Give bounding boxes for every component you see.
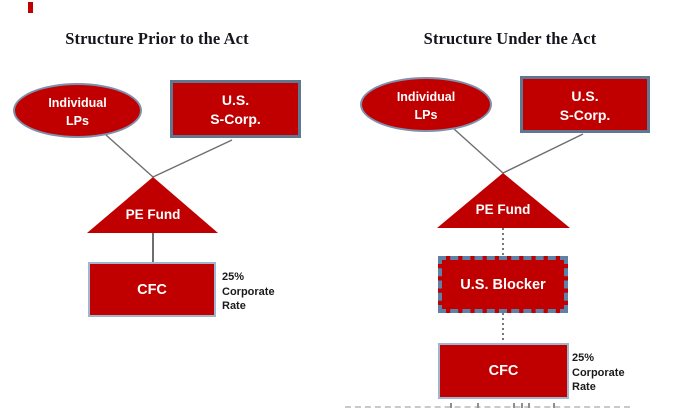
clipped-text-tick — [477, 403, 479, 408]
pe-fund-triangle-left — [87, 177, 218, 233]
us-blocker-box: U.S. Blocker — [438, 256, 568, 313]
individual-lps-label-line2: LPs — [66, 114, 89, 128]
rate-note-line1: 25% — [222, 271, 245, 283]
cfc-label-left: CFC — [137, 282, 167, 298]
us-scorp-box-left: U.S. S-Corp. — [170, 80, 301, 138]
clipped-text-tick — [528, 403, 530, 408]
us-scorp-label-line2: S-Corp. — [559, 107, 611, 123]
individual-lps-label-line1: Individual — [396, 90, 456, 104]
cfc-label-right: CFC — [488, 363, 519, 379]
pe-fund-label-right: PE Fund — [475, 202, 531, 217]
clipped-text-tick — [513, 403, 515, 408]
connector-scorp-to-fund-right — [502, 133, 584, 174]
rate-note-line1: 25% — [572, 352, 595, 364]
corporate-rate-note-left: 25% Corporate Rate — [222, 270, 292, 314]
corporate-rate-note-right: 25% Corporate Rate — [572, 351, 642, 395]
us-scorp-label-line1: U.S. — [221, 92, 250, 108]
pe-fund-label-left: PE Fund — [125, 207, 181, 222]
rate-note-line2: Corporate — [222, 285, 275, 298]
right-panel-title: Structure Under the Act — [423, 29, 597, 48]
cfc-box-left: CFC — [88, 262, 216, 317]
left-panel-title: Structure Prior to the Act — [65, 29, 249, 48]
us-scorp-label-line1: U.S. — [571, 88, 599, 104]
red-caret-mark — [28, 2, 33, 13]
individual-lps-ellipse-right: Individual LPs — [360, 77, 492, 132]
rate-note-line3: Rate — [572, 381, 596, 393]
clipped-text-tick — [553, 403, 555, 408]
us-scorp-box-right: U.S. S-Corp. — [520, 76, 650, 133]
pe-fund-triangle-right — [437, 173, 570, 228]
connector-lps-to-fund-right — [453, 128, 504, 174]
rate-note-line2: Corporate — [572, 366, 625, 379]
connector-scorp-to-fund-left — [152, 139, 233, 178]
connector-lps-to-fund-left — [105, 134, 154, 178]
individual-lps-label-line1: Individual — [48, 96, 107, 110]
clipped-text-tick — [521, 403, 523, 408]
us-blocker-label: U.S. Blocker — [460, 277, 546, 293]
cfc-box-right: CFC — [438, 343, 569, 399]
rate-note-line3: Rate — [222, 300, 246, 312]
us-scorp-label-line2: S-Corp. — [210, 111, 261, 127]
individual-lps-label-line2: LPs — [414, 108, 438, 122]
clipped-text-remnant-line — [345, 406, 630, 408]
clipped-text-tick — [450, 403, 452, 408]
individual-lps-ellipse-left: Individual LPs — [13, 83, 142, 138]
